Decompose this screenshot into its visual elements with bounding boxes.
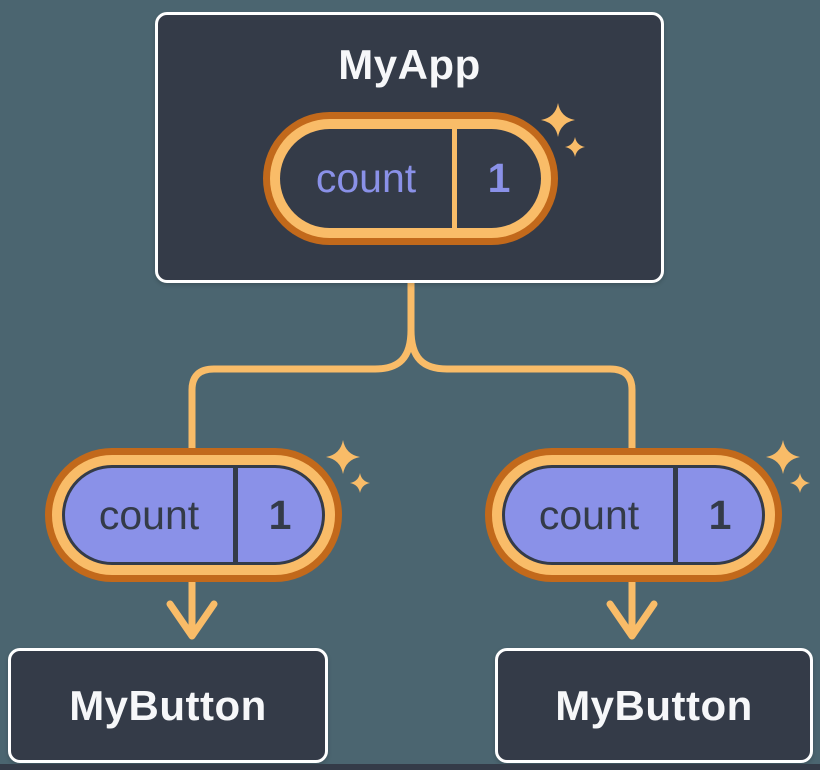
component-title: MyApp [338, 41, 481, 88]
state-pill-divider [233, 468, 238, 562]
connector-branch-right [407, 326, 636, 637]
state-pill-divider [673, 468, 678, 562]
component-title: MyButton [555, 681, 753, 729]
state-pill-core: count 1 [62, 465, 325, 565]
component-node-mybutton-left: MyButton [8, 648, 328, 763]
state-label: count [315, 155, 417, 201]
connector-branch-left [188, 326, 415, 637]
state-pill-ring: count 1 [492, 455, 775, 575]
arrow-down-icon [166, 600, 218, 640]
state-pill-core: count 1 [502, 465, 765, 565]
state-pill-root: count 1 [263, 112, 558, 245]
state-label: count [538, 491, 640, 538]
sparkle-icon [541, 103, 585, 157]
state-value: 1 [708, 491, 732, 538]
sparkle-icon [326, 440, 370, 493]
component-node-mybutton-right: MyButton [495, 648, 813, 763]
state-label: count [98, 491, 200, 538]
state-pill-core: count 1 [280, 129, 541, 228]
state-value: 1 [268, 491, 292, 538]
arrow-down-icon [606, 600, 658, 640]
state-pill-divider [452, 129, 457, 228]
state-pill-ring: count 1 [270, 119, 551, 238]
component-title: MyButton [69, 681, 267, 729]
sparkle-icon [766, 440, 810, 493]
state-value: 1 [487, 155, 511, 201]
state-pill-child-left: count 1 [45, 448, 342, 582]
state-pill-ring: count 1 [52, 455, 335, 575]
page-edge-strip [0, 764, 820, 770]
state-pill-child-right: count 1 [485, 448, 782, 582]
